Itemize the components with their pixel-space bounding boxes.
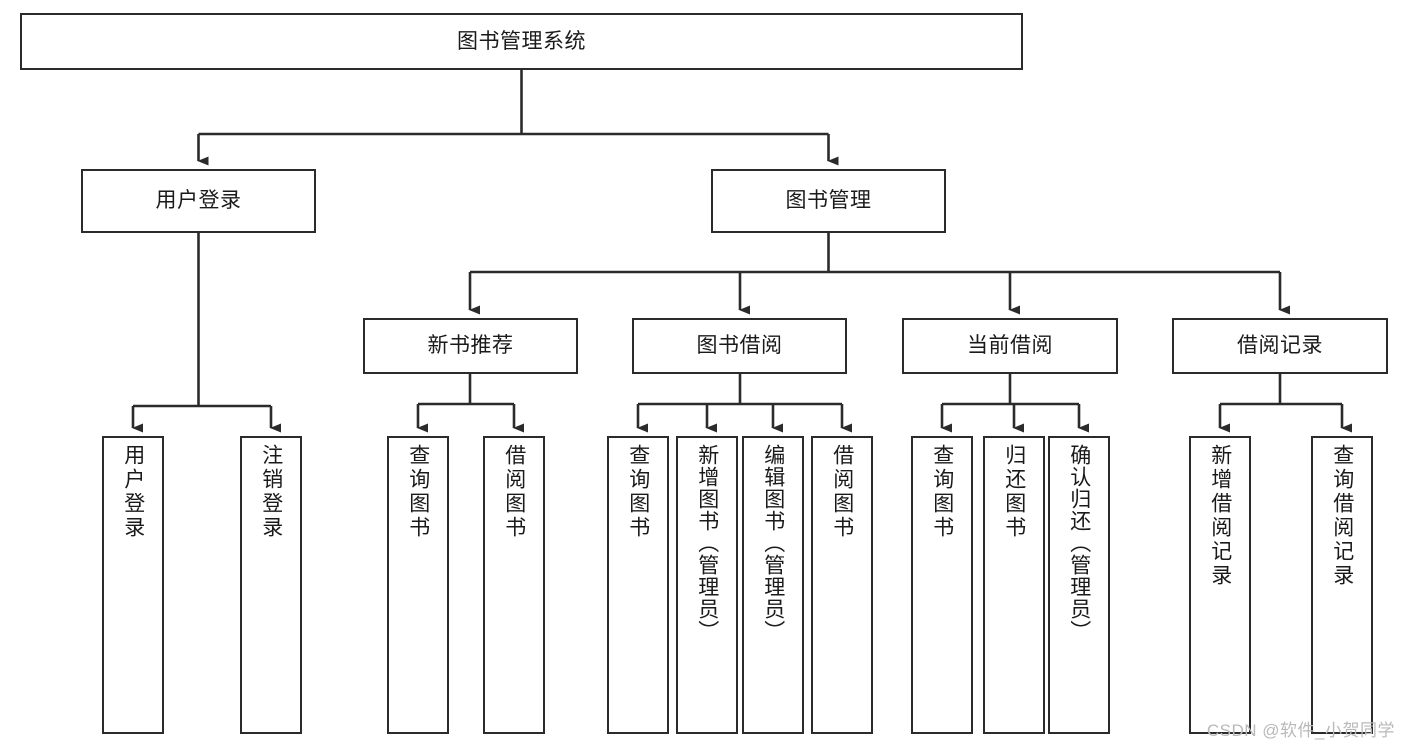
leaf-return-book[interactable]: 归还图书 — [983, 436, 1045, 734]
leaf-add-book-admin[interactable]: 新增图书（管理员） — [676, 436, 738, 734]
leaf-add-book-admin-label: 新增图书（管理员） — [695, 444, 719, 642]
node-borrow-records-label: 借阅记录 — [1237, 334, 1323, 358]
node-current-borrow[interactable]: 当前借阅 — [902, 318, 1118, 374]
leaf-query-book-current-label: 查询图书 — [930, 444, 954, 540]
leaf-logout[interactable]: 注销登录 — [240, 436, 302, 734]
leaf-confirm-return-admin-label: 确认归还（管理员） — [1067, 444, 1091, 642]
leaf-query-book-borrow-label: 查询图书 — [626, 444, 650, 540]
node-borrow-records[interactable]: 借阅记录 — [1172, 318, 1388, 374]
leaf-edit-book-admin-label: 编辑图书（管理员） — [761, 444, 785, 642]
node-root-label: 图书管理系统 — [457, 29, 586, 53]
leaf-add-borrow-record[interactable]: 新增借阅记录 — [1189, 436, 1251, 734]
leaf-borrow-book-label: 借阅图书 — [830, 444, 854, 540]
node-user-login[interactable]: 用户登录 — [81, 169, 316, 233]
leaf-query-borrow-record-label: 查询借阅记录 — [1330, 444, 1354, 588]
leaf-user-login-label: 用户登录 — [121, 444, 145, 540]
leaf-query-borrow-record[interactable]: 查询借阅记录 — [1311, 436, 1373, 734]
node-root[interactable]: 图书管理系统 — [20, 13, 1023, 70]
node-book-management[interactable]: 图书管理 — [711, 169, 946, 233]
node-book-management-label: 图书管理 — [785, 189, 872, 213]
leaf-user-login[interactable]: 用户登录 — [102, 436, 164, 734]
leaf-edit-book-admin[interactable]: 编辑图书（管理员） — [742, 436, 804, 734]
node-user-login-label: 用户登录 — [155, 189, 242, 213]
node-book-borrow[interactable]: 图书借阅 — [632, 318, 847, 374]
leaf-add-borrow-record-label: 新增借阅记录 — [1208, 444, 1232, 588]
leaf-query-book-borrow[interactable]: 查询图书 — [607, 436, 669, 734]
leaf-borrow-book-newbook[interactable]: 借阅图书 — [483, 436, 545, 734]
leaf-query-book-newbook[interactable]: 查询图书 — [387, 436, 449, 734]
node-current-borrow-label: 当前借阅 — [967, 334, 1053, 358]
node-new-book-recommend-label: 新书推荐 — [427, 334, 514, 358]
node-new-book-recommend[interactable]: 新书推荐 — [363, 318, 578, 374]
leaf-logout-label: 注销登录 — [259, 444, 283, 540]
leaf-borrow-book[interactable]: 借阅图书 — [811, 436, 873, 734]
leaf-borrow-book-newbook-label: 借阅图书 — [502, 444, 526, 540]
leaf-return-book-label: 归还图书 — [1002, 444, 1026, 540]
node-book-borrow-label: 图书借阅 — [696, 334, 783, 358]
leaf-query-book-current[interactable]: 查询图书 — [911, 436, 973, 734]
leaf-confirm-return-admin[interactable]: 确认归还（管理员） — [1048, 436, 1110, 734]
leaf-query-book-newbook-label: 查询图书 — [406, 444, 430, 540]
